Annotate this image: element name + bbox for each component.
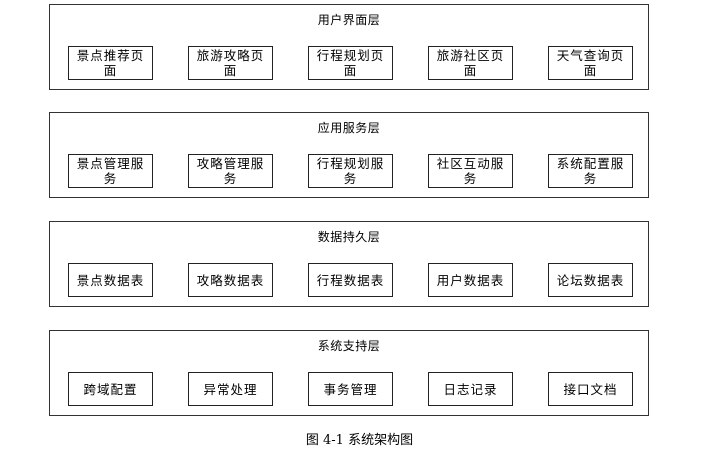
module-box: 跨域配置 xyxy=(68,372,153,406)
module-box: 日志记录 xyxy=(428,372,513,406)
module-label: 攻略数据表 xyxy=(196,272,265,288)
layer-system-support: 系统支持层 跨域配置 异常处理 事务管理 日志记录 接口文档 xyxy=(49,330,649,416)
module-box: 景点管理服务 xyxy=(68,154,153,188)
module-box: 旅游社区页面 xyxy=(428,46,513,80)
module-label: 景点管理服务 xyxy=(76,156,145,186)
layer-data-persistence: 数据持久层 景点数据表 攻略数据表 行程数据表 用户数据表 论坛数据表 xyxy=(49,221,649,307)
module-box: 系统配置服务 xyxy=(548,154,633,188)
module-label: 旅游攻略页面 xyxy=(196,48,265,78)
module-label: 接口文档 xyxy=(563,381,618,397)
layer-title: 用户界面层 xyxy=(317,13,381,27)
module-label: 系统配置服务 xyxy=(556,156,625,186)
module-label: 天气查询页面 xyxy=(556,48,625,78)
module-box: 行程规划服务 xyxy=(308,154,393,188)
layer-title: 系统支持层 xyxy=(317,339,381,353)
figure-caption: 图 4-1 系统架构图 xyxy=(305,433,414,448)
module-label: 事务管理 xyxy=(323,381,378,397)
module-label: 攻略管理服务 xyxy=(196,156,265,186)
module-box: 行程规划页面 xyxy=(308,46,393,80)
module-label: 异常处理 xyxy=(203,381,258,397)
module-box: 景点数据表 xyxy=(68,263,153,297)
module-box: 异常处理 xyxy=(188,372,273,406)
module-box: 行程数据表 xyxy=(308,263,393,297)
module-label: 日志记录 xyxy=(443,381,498,397)
layer-application-service: 应用服务层 景点管理服务 攻略管理服务 行程规划服务 社区互动服务 系统配置服务 xyxy=(49,112,649,198)
module-label: 社区互动服务 xyxy=(436,156,505,186)
layer-title: 数据持久层 xyxy=(317,230,381,244)
module-box: 社区互动服务 xyxy=(428,154,513,188)
module-label: 跨域配置 xyxy=(83,381,138,397)
module-label: 行程规划页面 xyxy=(316,48,385,78)
module-box: 攻略数据表 xyxy=(188,263,273,297)
layer-title: 应用服务层 xyxy=(317,121,381,135)
module-box: 旅游攻略页面 xyxy=(188,46,273,80)
module-label: 景点数据表 xyxy=(76,272,145,288)
module-label: 行程数据表 xyxy=(316,272,385,288)
module-box: 用户数据表 xyxy=(428,263,513,297)
module-label: 景点推荐页面 xyxy=(76,48,145,78)
module-label: 行程规划服务 xyxy=(316,156,385,186)
module-box: 天气查询页面 xyxy=(548,46,633,80)
module-box: 攻略管理服务 xyxy=(188,154,273,188)
layer-user-interface: 用户界面层 景点推荐页面 旅游攻略页面 行程规划页面 旅游社区页面 天气查询页面 xyxy=(49,4,649,90)
module-label: 用户数据表 xyxy=(436,272,505,288)
module-box: 事务管理 xyxy=(308,372,393,406)
module-box: 接口文档 xyxy=(548,372,633,406)
module-box: 论坛数据表 xyxy=(548,263,633,297)
module-label: 论坛数据表 xyxy=(556,272,625,288)
module-label: 旅游社区页面 xyxy=(436,48,505,78)
module-box: 景点推荐页面 xyxy=(68,46,153,80)
